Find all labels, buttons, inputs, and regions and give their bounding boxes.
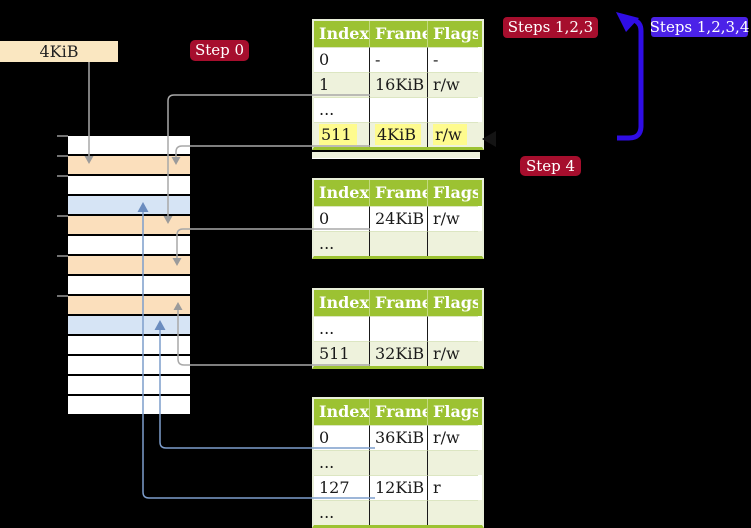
memory-row-3-mapped-page <box>68 196 190 214</box>
cell-flags: - <box>427 47 478 72</box>
page-table-level-4-row-...: ... <box>314 500 482 525</box>
cell-frame: 16KiB <box>369 72 427 97</box>
memory-row-12-free <box>68 376 190 394</box>
cell-frame: - <box>369 47 427 72</box>
cell-index: 0 <box>314 47 369 72</box>
memory-row-0-free <box>68 136 190 154</box>
steps-1234-badge: Steps 1,2,3,4 <box>649 17 750 37</box>
page-table-level-2-row-...: ... <box>314 231 482 256</box>
memory-row-4-page-table <box>68 216 190 234</box>
cell-frame <box>369 500 427 525</box>
cell-index: ... <box>314 97 369 122</box>
cell-index: 511 <box>314 341 369 366</box>
column-header-index: Index <box>319 183 369 202</box>
cell-flags <box>427 97 478 122</box>
frame-size-label: 4KiB <box>0 41 118 62</box>
column-header-index: Index <box>319 293 369 312</box>
hidden-arrow-notch <box>482 131 496 147</box>
cell-frame: 12KiB <box>369 475 427 500</box>
cell-index: ... <box>314 231 369 256</box>
memory-row-7-free <box>68 276 190 294</box>
memory-row-11-free <box>68 356 190 374</box>
cell-index: ... <box>314 450 369 475</box>
cell-frame: 24KiB <box>369 206 427 231</box>
column-header-frame: Frame <box>369 21 427 47</box>
memory-row-1-page-table <box>68 156 190 174</box>
cell-flags <box>427 500 478 525</box>
memory-row-5-free <box>68 236 190 254</box>
cell-flags: r/w <box>427 206 478 231</box>
highlighted-value: 4KiB <box>375 124 422 145</box>
cell-flags <box>427 231 478 256</box>
page-table-level-3-row-...: ... <box>314 316 482 341</box>
cell-flags <box>427 316 478 341</box>
cell-frame <box>369 97 427 122</box>
column-header-flags: Flags <box>427 180 478 206</box>
cell-index: 511 <box>314 122 369 147</box>
highlighted-value: 511 <box>319 124 357 145</box>
physical-memory-strip <box>68 136 190 416</box>
column-header-frame: Frame <box>369 180 427 206</box>
step-0-badge: Step 0 <box>190 40 249 61</box>
memory-row-2-free <box>68 176 190 194</box>
memory-tick-marks <box>57 135 68 297</box>
column-header-flags: Flags <box>427 21 478 47</box>
column-header-flags: Flags <box>427 399 478 425</box>
memory-row-13-free <box>68 396 190 414</box>
cell-flags <box>427 450 478 475</box>
page-table-level-1-row-0: 0-- <box>314 47 482 72</box>
cell-flags: r/w <box>427 425 478 450</box>
cell-index: ... <box>314 316 369 341</box>
column-header-index: Index <box>319 24 369 43</box>
cell-index: ... <box>314 500 369 525</box>
page-table-level-1-row-...: ... <box>314 97 482 122</box>
table1-clipped-row <box>312 152 480 159</box>
column-header-frame: Frame <box>369 290 427 316</box>
memory-row-8-page-table <box>68 296 190 314</box>
cell-flags: r/w <box>427 341 478 366</box>
memory-row-9-mapped-page <box>68 316 190 334</box>
cell-frame: 32KiB <box>369 341 427 366</box>
column-header-frame: Frame <box>369 399 427 425</box>
steps-123-badge: Steps 1,2,3 <box>503 17 598 38</box>
cell-frame <box>369 316 427 341</box>
cell-frame: 4KiB <box>369 122 427 147</box>
cell-frame <box>369 450 427 475</box>
steps-loop-arrow <box>617 16 644 141</box>
cell-index: 1 <box>314 72 369 97</box>
page-table-level-4-row-...: ... <box>314 450 482 475</box>
cell-flags: r/w <box>427 122 478 147</box>
cell-index: 0 <box>314 206 369 231</box>
cell-index: 0 <box>314 425 369 450</box>
cell-flags: r <box>427 475 478 500</box>
step-4-badge: Step 4 <box>520 156 581 176</box>
highlighted-value: r/w <box>433 124 467 145</box>
cell-index: 127 <box>314 475 369 500</box>
column-header-index: Index <box>319 402 369 421</box>
steps-loop-arrowhead-icon <box>616 12 639 32</box>
cell-frame <box>369 231 427 256</box>
memory-row-6-page-table <box>68 256 190 274</box>
cell-flags: r/w <box>427 72 478 97</box>
page-table-level-1-row-511: 511 4KiB r/w <box>314 122 482 147</box>
column-header-flags: Flags <box>427 290 478 316</box>
memory-row-10-free <box>68 336 190 354</box>
cell-frame: 36KiB <box>369 425 427 450</box>
